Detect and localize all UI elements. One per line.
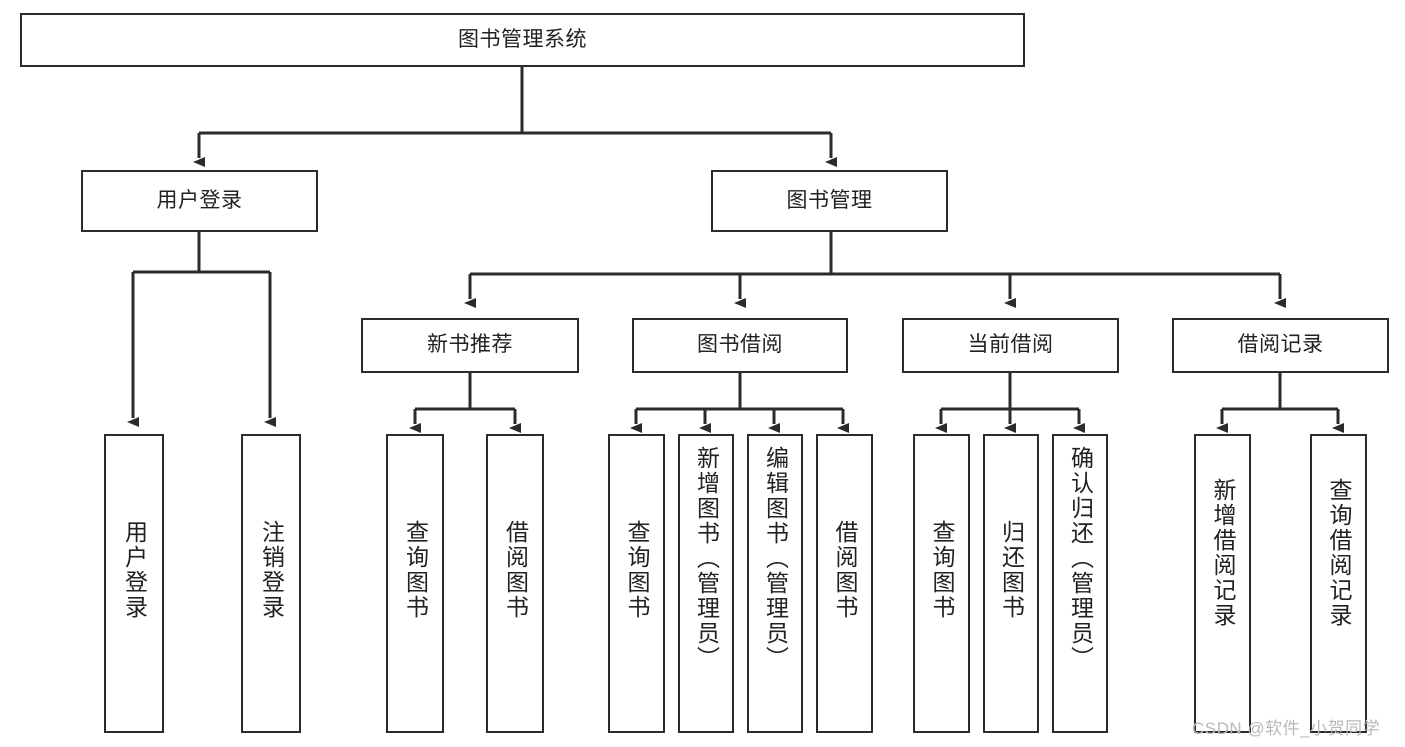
node-leaf-query-book-recommend[interactable]: 查询图书 bbox=[386, 434, 444, 733]
node-label: 图书借阅 bbox=[697, 333, 783, 357]
node-label: 图书管理系统 bbox=[458, 27, 587, 51]
node-label: 用户登录 bbox=[156, 188, 243, 212]
node-leaf-query-borrow-record[interactable]: 查询借阅记录 bbox=[1310, 434, 1367, 733]
node-label: 借阅图书 bbox=[502, 520, 529, 620]
node-leaf-user-login[interactable]: 用户登录 bbox=[104, 434, 164, 733]
node-label: 确认归还（管理员） bbox=[1067, 446, 1094, 671]
node-label: 新书推荐 bbox=[427, 333, 513, 357]
node-label: 新增图书（管理员） bbox=[693, 446, 720, 671]
node-leaf-add-book-admin[interactable]: 新增图书（管理员） bbox=[678, 434, 734, 733]
node-leaf-return-book[interactable]: 归还图书 bbox=[983, 434, 1039, 733]
node-label: 用户登录 bbox=[121, 520, 148, 620]
node-root-book-management-system[interactable]: 图书管理系统 bbox=[20, 13, 1025, 67]
node-new-book-recommend[interactable]: 新书推荐 bbox=[361, 318, 579, 373]
node-label: 借阅记录 bbox=[1237, 333, 1324, 357]
node-leaf-logout[interactable]: 注销登录 bbox=[241, 434, 301, 733]
node-label: 查询借阅记录 bbox=[1326, 478, 1352, 628]
node-leaf-add-borrow-record[interactable]: 新增借阅记录 bbox=[1194, 434, 1251, 733]
node-leaf-confirm-return-admin[interactable]: 确认归还（管理员） bbox=[1052, 434, 1108, 733]
node-book-borrow[interactable]: 图书借阅 bbox=[632, 318, 848, 373]
node-label: 编辑图书（管理员） bbox=[762, 446, 789, 671]
node-label: 当前借阅 bbox=[967, 333, 1054, 357]
node-borrow-record[interactable]: 借阅记录 bbox=[1172, 318, 1389, 373]
node-label: 新增借阅记录 bbox=[1210, 478, 1236, 628]
node-leaf-borrow-book-recommend[interactable]: 借阅图书 bbox=[486, 434, 544, 733]
csdn-watermark: CSDN @软件_小贺同学 bbox=[1192, 719, 1381, 738]
node-leaf-query-book-borrow[interactable]: 查询图书 bbox=[608, 434, 665, 733]
node-label: 借阅图书 bbox=[832, 520, 858, 620]
node-leaf-borrow-book[interactable]: 借阅图书 bbox=[816, 434, 873, 733]
node-label: 归还图书 bbox=[998, 520, 1025, 620]
node-label: 图书管理 bbox=[786, 188, 873, 212]
node-current-borrow[interactable]: 当前借阅 bbox=[902, 318, 1119, 373]
node-book-management[interactable]: 图书管理 bbox=[711, 170, 948, 232]
node-user-login[interactable]: 用户登录 bbox=[81, 170, 318, 232]
node-label: 查询图书 bbox=[929, 520, 955, 620]
node-leaf-query-book-current[interactable]: 查询图书 bbox=[913, 434, 970, 733]
node-label: 注销登录 bbox=[258, 520, 285, 620]
node-leaf-edit-book-admin[interactable]: 编辑图书（管理员） bbox=[747, 434, 803, 733]
node-label: 查询图书 bbox=[624, 520, 650, 620]
node-label: 查询图书 bbox=[402, 520, 429, 620]
